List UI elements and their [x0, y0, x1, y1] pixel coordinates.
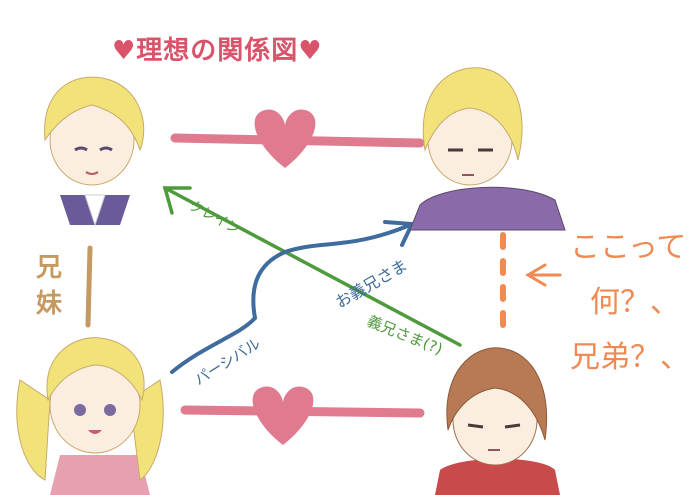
character-clane [44, 76, 145, 227]
arrow-left-icon [525, 263, 562, 287]
question-line-3: 兄弟？、 [570, 340, 690, 375]
sibling-line [85, 245, 93, 328]
character-percival [409, 67, 566, 231]
question-line-2: 何？、 [590, 285, 680, 320]
percival-arrow [170, 220, 416, 374]
heart-connector-top [170, 109, 425, 168]
character-brown-haired [435, 347, 560, 495]
question-text: ここって 何？、 兄弟？、 [570, 220, 690, 385]
question-line-1: ここって [570, 230, 687, 265]
diagram-title: ♥理想の関係図♥ [112, 36, 323, 66]
heart-connector-bottom [180, 386, 425, 445]
clane-arrow [162, 186, 462, 347]
heart-icon [254, 109, 316, 168]
siblings-label: 兄妹 [36, 253, 63, 319]
heart-icon [252, 386, 314, 445]
character-sister [16, 337, 164, 495]
